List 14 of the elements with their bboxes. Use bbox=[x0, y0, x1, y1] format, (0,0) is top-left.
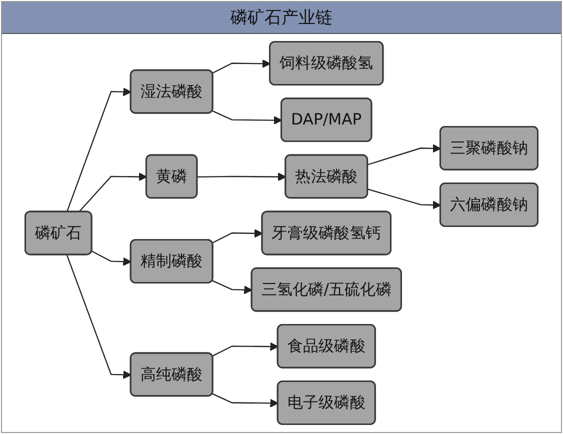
arrow bbox=[368, 188, 442, 210]
arrow bbox=[197, 172, 286, 182]
arrow bbox=[66, 88, 132, 212]
arrow bbox=[212, 280, 252, 294]
arrow bbox=[212, 342, 278, 357]
arrow bbox=[212, 59, 271, 74]
arrow bbox=[92, 250, 132, 266]
arrow bbox=[212, 110, 282, 125]
arrow bbox=[66, 254, 132, 380]
arrow bbox=[212, 393, 278, 408]
arrow bbox=[212, 229, 263, 244]
arrow bbox=[368, 144, 442, 166]
arrow bbox=[78, 172, 148, 212]
title-bar: 磷矿石产业链 bbox=[2, 2, 561, 34]
